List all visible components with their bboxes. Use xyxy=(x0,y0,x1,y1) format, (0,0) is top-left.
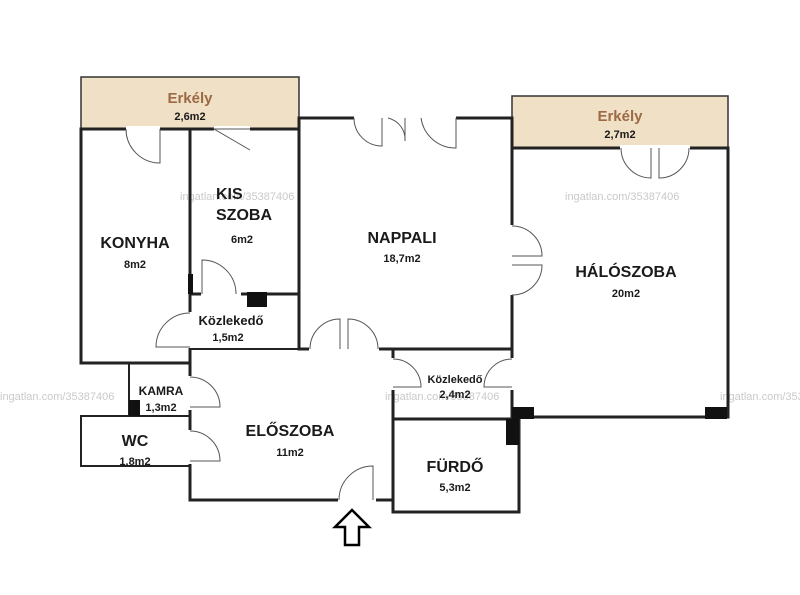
door-kisszoba-balcony xyxy=(212,128,251,151)
door-kozlekedo-right-1 xyxy=(392,358,422,388)
kozlekedo-right-area: 2,4m2 xyxy=(439,389,470,401)
door-gap xyxy=(509,225,515,295)
wall-haloszoba xyxy=(510,146,730,419)
balcony-right-name: Erkély xyxy=(597,108,643,125)
watermark-2: ingatlan.com/35387406 xyxy=(565,191,679,203)
wc-name: WC xyxy=(122,433,149,450)
pillar xyxy=(247,292,267,307)
nappali-area: 18,7m2 xyxy=(383,253,420,265)
kozlekedo-right-name: Közlekedő xyxy=(427,374,482,386)
pillar xyxy=(512,407,534,419)
door-wc xyxy=(189,430,221,462)
haloszoba-area: 20m2 xyxy=(612,288,640,300)
door-gap xyxy=(509,358,515,390)
door-kozlekedo-right-2 xyxy=(483,358,513,388)
door-nappali-top-2 xyxy=(387,117,406,142)
door-kisszoba xyxy=(201,259,237,295)
watermark-4: ingatlan.com/35387406 xyxy=(385,391,499,403)
door-gap xyxy=(338,497,376,503)
door-kamra xyxy=(189,376,221,408)
watermark-5: ingatlan.com/35387406 xyxy=(720,391,800,403)
door-gap xyxy=(309,346,379,352)
pillar xyxy=(705,407,727,419)
door-gap xyxy=(201,291,241,297)
balcony-left-area: 2,6m2 xyxy=(174,111,205,123)
konyha-area: 8m2 xyxy=(124,259,146,271)
kozlekedo-left-area: 1,5m2 xyxy=(212,332,243,344)
wall-furdo xyxy=(391,417,521,514)
door-nappali-top-1 xyxy=(353,117,383,147)
door-nappali-bottom-2 xyxy=(347,318,379,350)
eloszoba-area: 11m2 xyxy=(276,447,304,459)
balcony-left-name: Erkély xyxy=(167,90,213,107)
kamra-name: KAMRA xyxy=(139,384,184,398)
watermarks: ingatlan.com/35387406 ingatlan.com/35387… xyxy=(0,191,800,403)
door-nappali-bottom-1 xyxy=(309,318,341,350)
balcony-right-area: 2,7m2 xyxy=(604,129,635,141)
door-gap xyxy=(390,358,396,390)
pillar xyxy=(129,400,140,416)
door-nappali-haloszoba-1 xyxy=(511,225,543,257)
door-gap xyxy=(126,126,160,132)
furdo-name: FÜRDŐ xyxy=(427,457,484,476)
door-gap xyxy=(187,376,193,410)
kis-szoba-name-1: KIS xyxy=(216,186,243,203)
door-gap xyxy=(620,145,690,151)
balcony-right xyxy=(511,95,729,149)
door-konyha xyxy=(155,312,191,348)
door-entrance xyxy=(338,465,374,501)
pillar xyxy=(506,419,519,445)
watermark-1: ingatlan.com/35387406 xyxy=(180,191,294,203)
door-konyha-balcony xyxy=(125,128,161,164)
doors xyxy=(125,115,690,503)
balcony-left xyxy=(80,76,300,130)
door-haloszoba-top-1 xyxy=(620,147,652,179)
entrance-arrow-icon xyxy=(331,508,373,547)
eloszoba-name: ELŐSZOBA xyxy=(246,421,335,440)
kamra-area: 1,3m2 xyxy=(145,402,176,414)
kozlekedo-left-name: Közlekedő xyxy=(198,313,263,328)
door-nappali-top-3 xyxy=(420,117,457,149)
door-gap xyxy=(187,430,193,464)
door-nappali-haloszoba-2 xyxy=(511,264,543,296)
wc-area: 1,8m2 xyxy=(119,456,150,468)
nappali-name: NAPPALI xyxy=(367,230,436,247)
door-haloszoba-top-2 xyxy=(658,147,690,179)
furdo-area: 5,3m2 xyxy=(439,482,470,494)
pillar xyxy=(188,274,193,294)
kis-szoba-area: 6m2 xyxy=(231,234,253,246)
room-labels: Erkély 2,6m2 Erkély 2,7m2 KONYHA 8m2 KIS… xyxy=(100,90,677,494)
kis-szoba-name-2: SZOBA xyxy=(216,207,272,224)
door-gap xyxy=(187,312,193,348)
watermark-3: ingatlan.com/35387406 xyxy=(0,391,114,403)
haloszoba-name: HÁLÓSZOBA xyxy=(575,262,677,281)
konyha-name: KONYHA xyxy=(100,235,170,252)
